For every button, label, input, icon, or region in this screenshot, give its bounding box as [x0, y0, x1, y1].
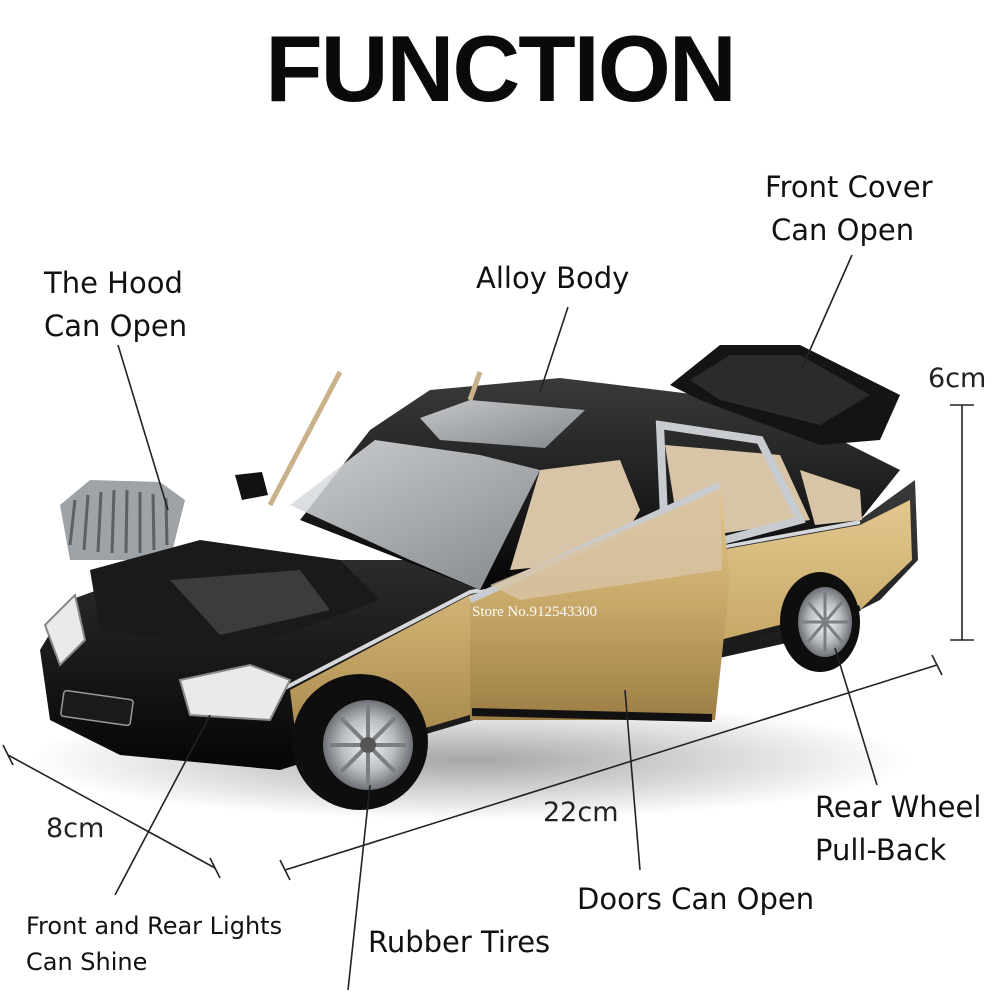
callout-alloy-line1: Alloy Body [476, 261, 630, 295]
callout-alloy-body: Alloy Body [476, 257, 629, 300]
callout-front-cover-line2: Can Open [771, 213, 915, 247]
callout-lines [114, 254, 878, 991]
callout-rear-wheel-line2: Pull-Back [815, 833, 947, 867]
callout-hood-line1: The Hood [44, 266, 183, 300]
dimension-width: 8cm [46, 813, 105, 844]
callout-tires-line1: Rubber Tires [368, 925, 551, 959]
front-wheel [292, 674, 428, 810]
callout-hood: The Hood Can Open [44, 262, 187, 348]
callout-lights: Front and Rear Lights Can Shine [26, 908, 282, 980]
callout-front-cover: Front Cover Can Open [765, 166, 933, 252]
rear-wheel [780, 572, 860, 672]
store-watermark: Store No.912543300 [472, 604, 597, 620]
callout-rear-wheel-line1: Rear Wheel [815, 790, 982, 824]
dimension-lines [2, 404, 974, 881]
page-title: FUNCTION [265, 16, 737, 121]
car-body [40, 345, 918, 771]
callout-rear-wheel: Rear Wheel Pull-Back [815, 786, 981, 872]
callout-doors: Doors Can Open [577, 878, 814, 921]
callout-hood-line2: Can Open [44, 309, 188, 343]
callout-front-cover-line1: Front Cover [765, 170, 933, 204]
callout-doors-line1: Doors Can Open [577, 882, 815, 916]
callout-lights-line1: Front and Rear Lights [26, 912, 283, 940]
dimension-height: 6cm [928, 363, 987, 394]
callout-lights-line2: Can Shine [26, 948, 148, 976]
dimension-length: 22cm [543, 797, 619, 828]
callout-tires: Rubber Tires [368, 921, 550, 964]
